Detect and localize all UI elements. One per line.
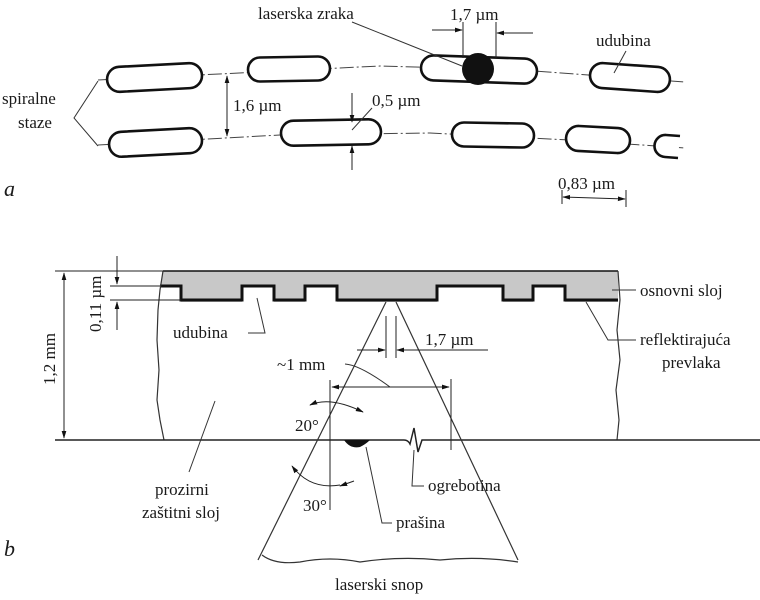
pit bbox=[105, 61, 204, 94]
laser-spot bbox=[462, 53, 494, 85]
pit-width-leader bbox=[351, 107, 373, 131]
min-pit-length-label: 0,83 µm bbox=[558, 174, 615, 193]
scratch-label: ogrebotina bbox=[428, 476, 501, 495]
angle-inner-arc bbox=[309, 399, 364, 413]
disc-surface bbox=[55, 427, 760, 453]
reflective-label-line1: reflektirajuća bbox=[640, 330, 731, 349]
focus-spot-label: 1,7 µm bbox=[425, 330, 474, 349]
protective-label-line1: prozirni bbox=[155, 480, 209, 499]
pit bbox=[279, 118, 383, 147]
beam-edge-left bbox=[257, 301, 387, 561]
tracks-leader bbox=[73, 80, 99, 147]
surface-beam-label: ~1 mm bbox=[277, 355, 325, 374]
pit-depth-label: 0,11 µm bbox=[86, 276, 105, 332]
protective-label-line2: zaštitni sloj bbox=[142, 503, 220, 522]
angle-outer-arc bbox=[291, 465, 341, 487]
pit-label-b: udubina bbox=[173, 323, 228, 342]
surface-beam-leader bbox=[344, 363, 391, 388]
dust-label: prašina bbox=[396, 513, 446, 532]
panel-b: 1,2 mm 0,11 µm udubina osnovni sloj refl… bbox=[4, 256, 760, 594]
beam-base bbox=[261, 554, 519, 564]
beam-edge-right bbox=[395, 301, 519, 561]
panel-a-label: a bbox=[4, 176, 15, 201]
laser-spot-label: laserska zraka bbox=[258, 4, 354, 23]
panel-a: laserska zraka 1,7 µm udubina spiralne s… bbox=[2, 4, 686, 207]
pit-width-label: 0,5 µm bbox=[372, 91, 421, 110]
scratch-leader bbox=[411, 449, 424, 487]
pit bbox=[246, 55, 332, 83]
spot-width-label: 1,7 µm bbox=[450, 5, 499, 24]
pit bbox=[564, 124, 632, 155]
tracks-label-line1: spiralne bbox=[2, 89, 56, 108]
laser-spot-leader bbox=[351, 21, 463, 67]
angle-outer-arrow bbox=[339, 480, 355, 487]
panel-b-label: b bbox=[4, 536, 15, 561]
dust-leader bbox=[365, 446, 392, 524]
pit-label: udubina bbox=[596, 31, 651, 50]
reflective-leader bbox=[585, 301, 636, 341]
protective-leader bbox=[188, 400, 216, 473]
min-pit-length-arrow bbox=[562, 194, 626, 202]
dust-particle bbox=[344, 440, 370, 448]
beam-label: laserski snop bbox=[335, 575, 423, 594]
pit-leader-b bbox=[248, 297, 266, 334]
tracks-label-line2: staze bbox=[18, 113, 52, 132]
reflective-label-line2: prevlaka bbox=[662, 353, 721, 372]
disc-thickness-label: 1,2 mm bbox=[40, 333, 59, 385]
pit bbox=[450, 121, 536, 149]
angle-outer-label: 30° bbox=[303, 496, 327, 515]
break-line-left bbox=[156, 270, 165, 441]
pit-leader bbox=[613, 50, 627, 74]
pit bbox=[107, 126, 204, 159]
substrate-label: osnovni sloj bbox=[640, 281, 723, 300]
angle-inner-label: 20° bbox=[295, 416, 319, 435]
break-line-right bbox=[615, 270, 621, 441]
reflective-coating bbox=[160, 284, 618, 302]
pit bbox=[588, 61, 672, 94]
track-pitch-label: 1,6 µm bbox=[233, 96, 282, 115]
pit-partial bbox=[653, 133, 681, 160]
